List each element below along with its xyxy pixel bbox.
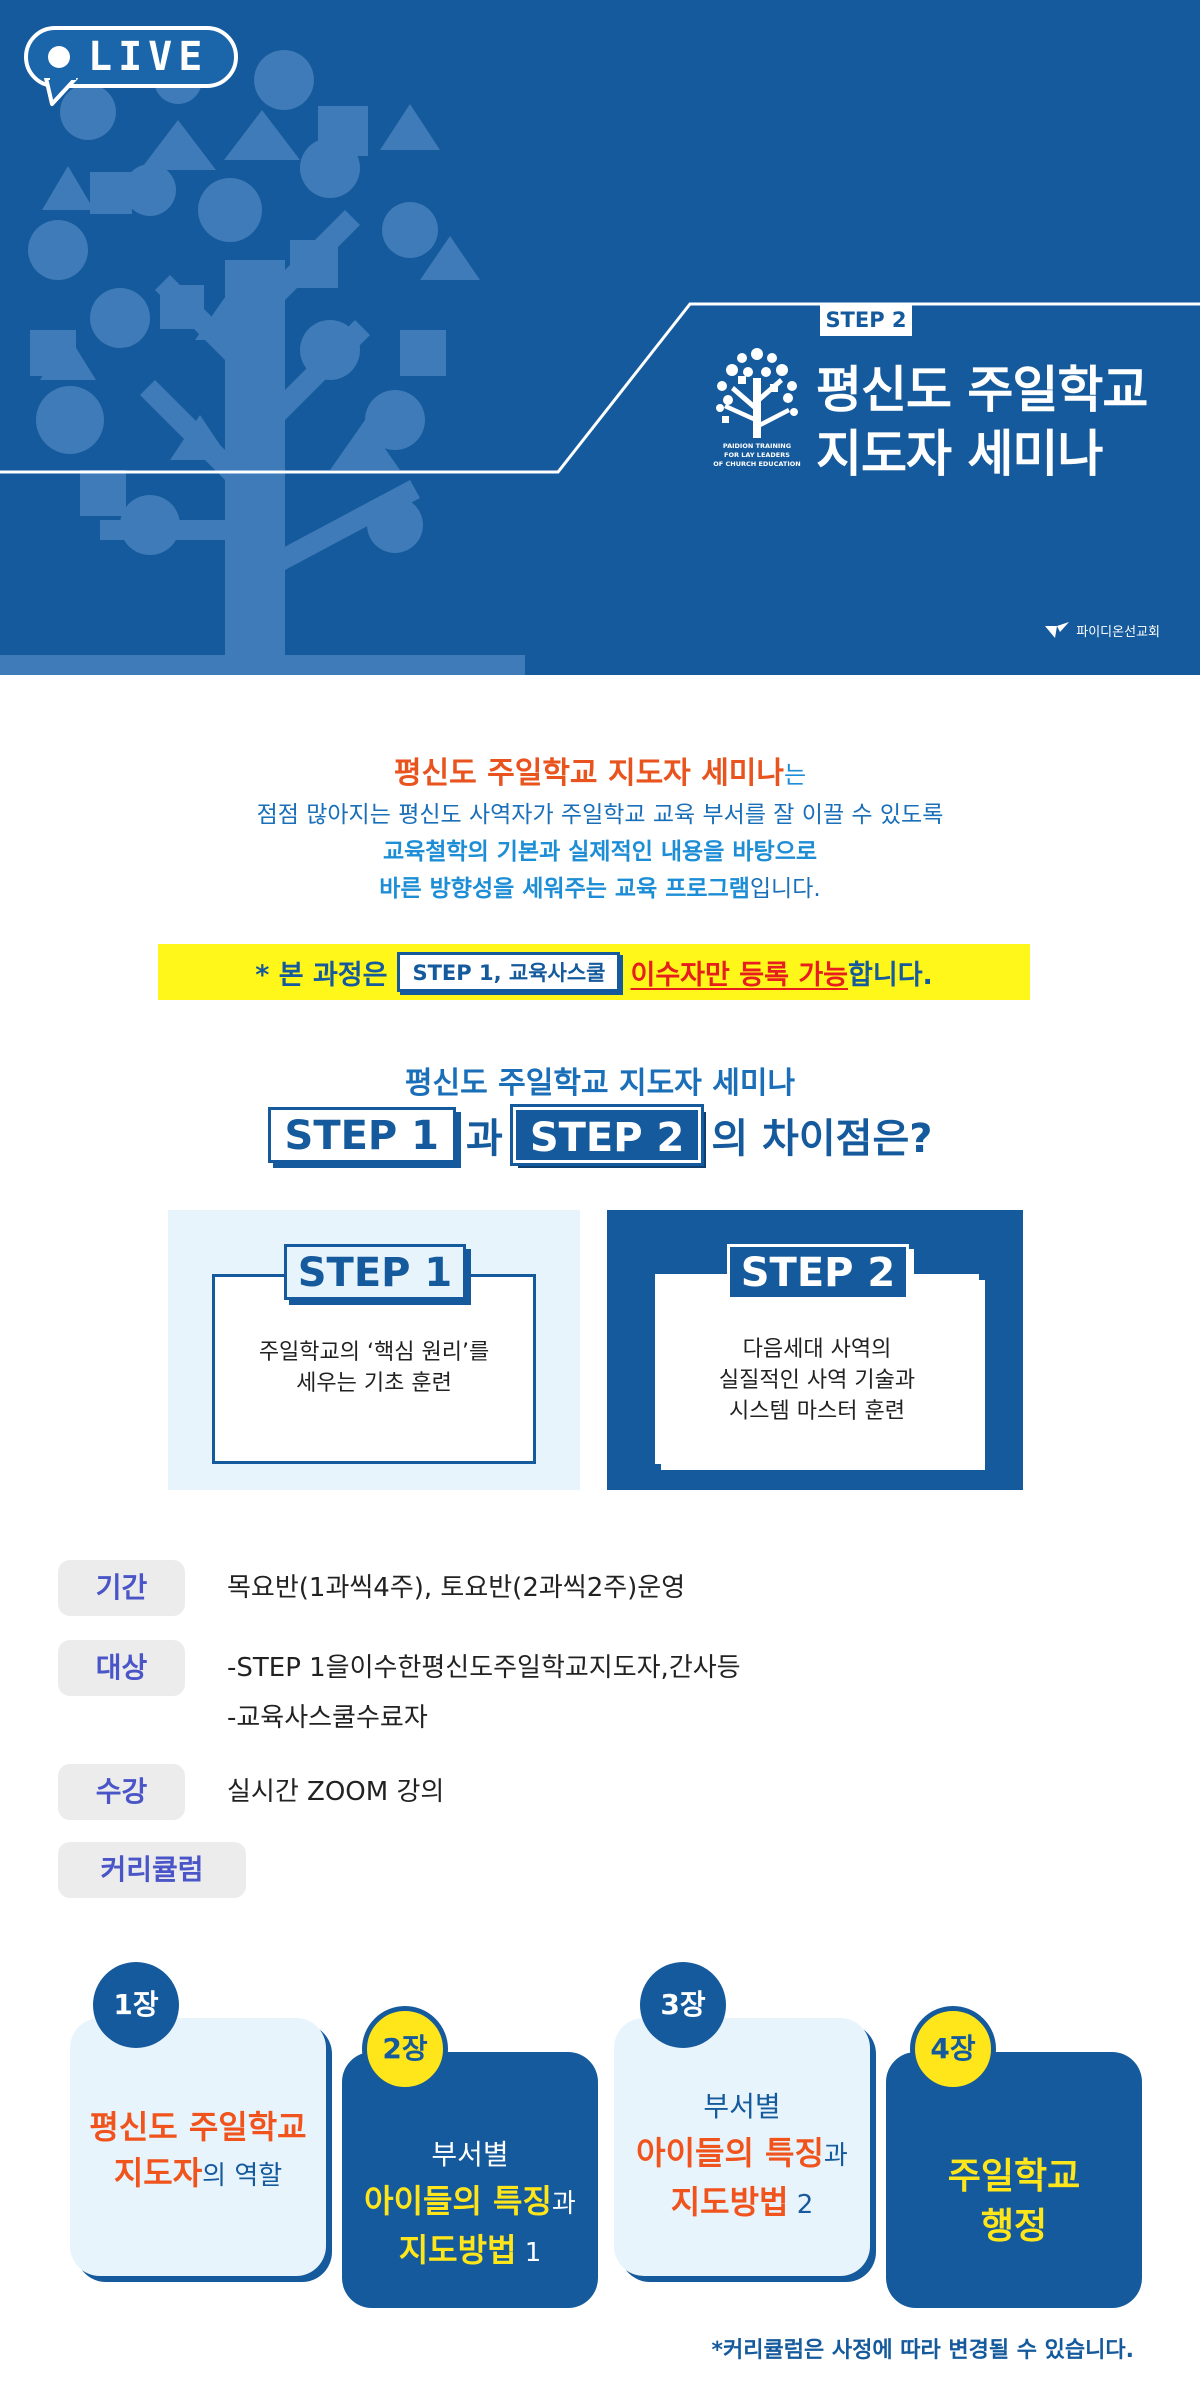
church-name: 파이디온선교회 xyxy=(1076,624,1160,640)
chapter-1-line-c: 의 역할 xyxy=(202,2161,283,2191)
chapter-3-text: 부서별 아이들의 특징과 지도방법 2 xyxy=(614,2084,870,2228)
paidion-tree-icon xyxy=(716,348,798,438)
step-connector-line xyxy=(0,302,1200,474)
logo-caption-2: FOR LAY LEADERS xyxy=(724,451,790,459)
info-curriculum: 커리큘럼 xyxy=(58,1842,246,1898)
intro-line-4-suffix: 입니다. xyxy=(749,876,821,902)
hero-title-line2: 지도자 세미나 xyxy=(816,425,1103,483)
curriculum-label: 커리큘럼 xyxy=(58,1842,246,1898)
chapter-1-line-a: 평신도 주일학교 xyxy=(89,2108,307,2146)
live-badge: LIVE xyxy=(24,26,238,106)
step1-description: 주일학교의 ‘핵심 원리’를 세우는 기초 훈련 xyxy=(258,1340,490,1396)
heading-step1-box: STEP 1 xyxy=(267,1107,457,1163)
chapter-2-line-d: 지도방법 xyxy=(398,2231,517,2269)
step1-card: 주일학교의 ‘핵심 원리’를 세우는 기초 훈련 STEP 1 xyxy=(168,1210,580,1490)
registration-notice: * 본 과정은 STEP 1, 교육사스쿨 이수자만 등록 가능합니다. xyxy=(158,944,1030,1000)
step2-card-inner: 다음세대 사역의 실질적인 사역 기술과 시스템 마스터 훈련 xyxy=(655,1274,979,1464)
intro-line-3: 교육철학의 기본과 실제적인 내용을 바탕으로 xyxy=(382,839,818,865)
chapter-2-line-b: 아이들의 특징 xyxy=(364,2182,552,2220)
intro-line-2: 점점 많아지는 평신도 사역자가 주일학교 교육 부서를 잘 이끌 수 있도록 xyxy=(256,802,944,828)
church-symbol-icon xyxy=(1045,622,1070,638)
notice-prerequisite-chip: STEP 1, 교육사스쿨 xyxy=(397,952,621,992)
chapter-3-line-d: 지도방법 xyxy=(670,2183,789,2221)
live-label: LIVE xyxy=(88,34,209,80)
target-value-1: -STEP 1을이수한평신도주일학교지도자,간사등 xyxy=(227,1653,741,1683)
logo-caption-1: PAIDION TRAINING xyxy=(722,442,792,450)
step-tag: STEP 2 xyxy=(820,304,912,336)
course-label: 수강 xyxy=(58,1764,185,1820)
target-label: 대상 xyxy=(58,1640,185,1696)
intro-highlight: 평신도 주일학교 지도자 세미나 xyxy=(393,756,785,791)
intro-section: 평신도 주일학교 지도자 세미나는 점점 많아지는 평신도 사역자가 주일학교 … xyxy=(0,752,1200,908)
step2-description: 다음세대 사역의 실질적인 사역 기술과 시스템 마스터 훈련 xyxy=(718,1337,916,1424)
chapter-3-line-c: 과 xyxy=(823,2141,848,2171)
info-period: 기간 목요반(1과씩4주), 토요반(2과씩2주)운영 xyxy=(58,1560,685,1616)
chapter-3-line-b: 아이들의 특징 xyxy=(636,2134,824,2172)
chapter-4-badge: 4장 xyxy=(910,2006,996,2092)
intro-highlight-suffix: 는 xyxy=(784,761,807,789)
hero-title-line1: 평신도 주일학교 xyxy=(816,361,1148,419)
step2-tag: STEP 2 xyxy=(727,1244,909,1300)
speech-tail-icon xyxy=(44,78,78,106)
chapter-3-badge: 3장 xyxy=(640,1962,726,2048)
heading-suffix: 의 차이점은? xyxy=(711,1116,933,1162)
chapter-2-text: 부서별 아이들의 특징과 지도방법 1 xyxy=(342,2132,598,2276)
difference-subtitle: 평신도 주일학교 지도자 세미나 xyxy=(404,1066,796,1101)
chapter-2-line-a: 부서별 xyxy=(431,2138,509,2171)
step2-card: 다음세대 사역의 실질적인 사역 기술과 시스템 마스터 훈련 STEP 2 xyxy=(607,1210,1023,1490)
church-logo: 파이디온선교회 xyxy=(1044,620,1160,640)
chapter-4-line-b: 행정 xyxy=(980,2206,1048,2247)
chapter-2-line-e: 1 xyxy=(516,2238,542,2268)
heading-conjunction: 과 xyxy=(466,1116,503,1162)
period-value: 목요반(1과씩4주), 토요반(2과씩2주)운영 xyxy=(227,1573,686,1603)
notice-requirement: 이수자만 등록 가능 xyxy=(630,959,849,991)
period-label: 기간 xyxy=(58,1560,185,1616)
intro-line-4-main: 바른 방향성을 세워주는 교육 프로그램 xyxy=(379,876,750,902)
intro-line-4: 바른 방향성을 세워주는 교육 프로그램입니다. xyxy=(0,871,1200,908)
notice-suffix: 합니다. xyxy=(848,959,933,991)
hero-banner: LIVE STEP 2 PAIDION TRAINING FOR LAY LEA… xyxy=(0,0,1200,675)
hero-title: 평신도 주일학교 지도자 세미나 xyxy=(816,358,1148,486)
difference-heading: STEP 1 과 STEP 2 의 차이점은? xyxy=(0,1104,1200,1166)
chapter-1-badge: 1장 xyxy=(93,1962,179,2048)
target-value: -STEP 1을이수한평신도주일학교지도자,간사등 -교육사스쿨수료자 xyxy=(227,1640,741,1743)
step1-tag: STEP 1 xyxy=(284,1244,466,1300)
course-value: 실시간 ZOOM 강의 xyxy=(227,1777,445,1807)
intro-line-1: 평신도 주일학교 지도자 세미나는 xyxy=(0,752,1200,797)
logo-caption-3: OF CHURCH EDUCATION xyxy=(713,460,801,468)
chapter-2-card: 부서별 아이들의 특징과 지도방법 1 xyxy=(342,2052,598,2308)
chapter-3-line-e: 2 xyxy=(788,2190,814,2220)
chapter-3-card: 부서별 아이들의 특징과 지도방법 2 xyxy=(614,2018,870,2276)
notice-prefix: * 본 과정은 xyxy=(255,959,388,991)
heading-step2-box: STEP 2 xyxy=(509,1104,705,1166)
chapter-4-card: 주일학교 행정 xyxy=(886,2052,1142,2308)
curriculum-footnote: *커리큘럼은 사정에 따라 변경될 수 있습니다. xyxy=(711,2338,1134,2363)
chapter-2-line-c: 과 xyxy=(551,2189,576,2219)
chapter-4-text: 주일학교 행정 xyxy=(886,2152,1142,2252)
target-value-2: -교육사스쿨수료자 xyxy=(227,1703,428,1733)
chapter-1-line-b: 지도자 xyxy=(113,2154,203,2192)
info-course: 수강 실시간 ZOOM 강의 xyxy=(58,1764,444,1820)
info-target: 대상 -STEP 1을이수한평신도주일학교지도자,간사등 -교육사스쿨수료자 xyxy=(58,1640,741,1743)
chapter-1-text: 평신도 주일학교 지도자의 역할 xyxy=(70,2104,326,2199)
chapter-2-badge: 2장 xyxy=(362,2006,448,2092)
chapter-3-line-a: 부서별 xyxy=(703,2090,781,2123)
chapter-4-line-a: 주일학교 xyxy=(947,2156,1081,2197)
chapter-1-card: 평신도 주일학교 지도자의 역할 xyxy=(70,2018,326,2276)
live-dot-icon xyxy=(48,46,70,68)
step1-card-inner: 주일학교의 ‘핵심 원리’를 세우는 기초 훈련 xyxy=(212,1274,536,1464)
paidion-logo: PAIDION TRAINING FOR LAY LEADERS OF CHUR… xyxy=(712,346,802,476)
